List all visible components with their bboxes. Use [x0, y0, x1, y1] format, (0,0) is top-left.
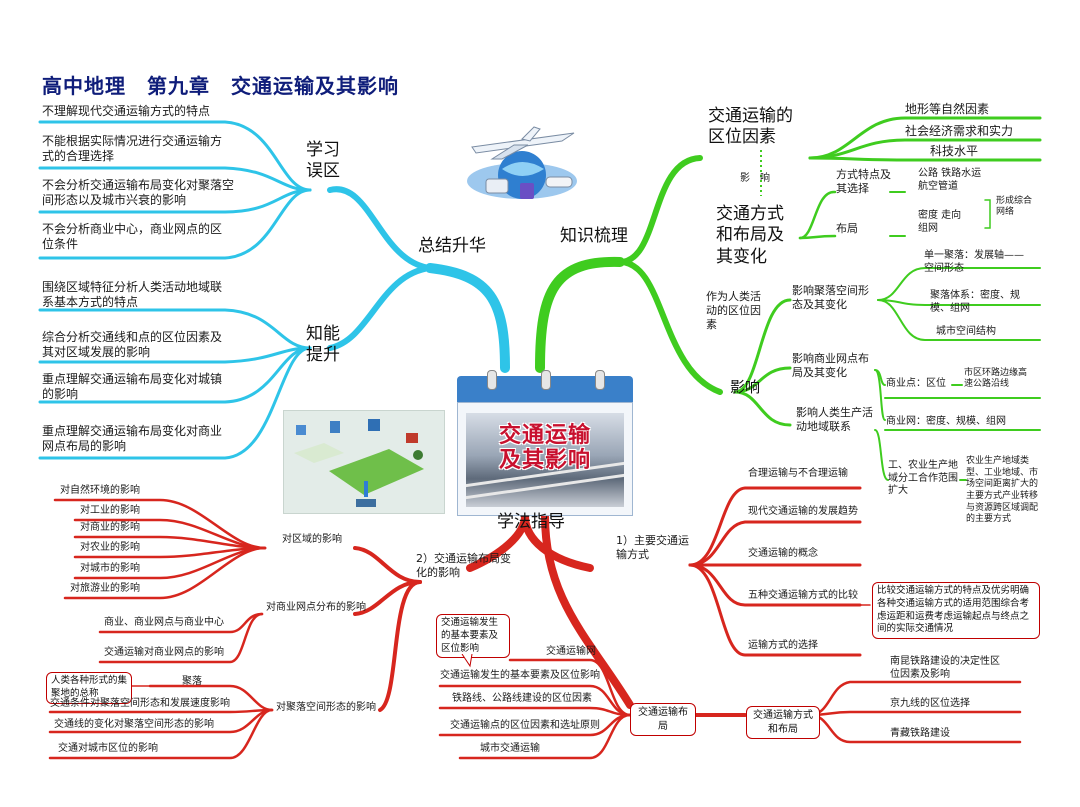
map-illustration [283, 410, 445, 514]
ability-item: 重点理解交通运输布局变化对商业网点布局的影响 [42, 424, 223, 453]
mode-layout-label: 交通运输方式和布局 [746, 706, 820, 739]
settlement-form-item: 交通对城市区位的影响 [58, 743, 158, 754]
impact-label: 影响 [730, 378, 761, 396]
airplane-icon [467, 126, 577, 199]
location-item: 科技水平 [930, 144, 979, 158]
production-impact-label: 影响人类生产活动地域联系 [796, 406, 873, 433]
summary-label: 总结升华 [418, 236, 486, 256]
commerce-dist-item: 交通运输对商业网点的影响 [104, 647, 224, 658]
settlement-gather: 聚落 [182, 676, 202, 687]
mode-layout-item: 青藏铁路建设 [890, 728, 950, 739]
center-topic: 交通运输及其影响 [498, 423, 591, 474]
mistake-item: 不理解现代交通运输方式的特点 [42, 104, 211, 118]
transport-layout-label: 交通运输布局 [630, 703, 696, 736]
mistake-item: 不能根据实际情况进行交通运输方式的合理选择 [42, 134, 223, 163]
commerce-dist-item: 商业、商业网点与商业中心 [104, 617, 224, 628]
region-impact-label: 对区域的影响 [282, 534, 342, 545]
mode-layout-item: 京九线的区位选择 [890, 698, 970, 709]
main-modes-label: 1）主要交通运输方式 [616, 534, 689, 561]
transport-layout-item: 交通运输网 [546, 646, 596, 657]
calendar-ring [487, 370, 497, 390]
settlement-item: 聚落体系：密度、规模、组网 [930, 290, 1020, 314]
region-item: 对商业的影响 [80, 522, 140, 533]
calendar-ring [595, 370, 605, 390]
region-item: 对工业的影响 [80, 505, 140, 516]
main-modes-item: 合理运输与不合理运输 [748, 468, 848, 479]
location-item: 地形等自然因素 [905, 102, 990, 116]
layout-label: 布局 [836, 222, 858, 235]
commerce-point-detail: 市区环路边缘高速公路沿线 [964, 368, 1028, 390]
railway-photo: 交通运输及其影响 [466, 413, 624, 507]
transport-layout-item: 交通运输发生的基本要素及区位影响 [440, 670, 600, 681]
transport-layout-item: 铁路线、公路线建设的区位因素 [452, 693, 592, 704]
network-label: 形成综合网络 [996, 196, 1033, 218]
region-item: 对自然环境的影响 [60, 485, 140, 496]
calendar-ring [541, 370, 551, 390]
mistakes-label: 学习误区 [306, 140, 340, 182]
mistake-item: 不会分析交通运输布局变化对聚落空间形态以及城市兴衰的影响 [42, 178, 235, 207]
main-modes-item: 运输方式的选择 [748, 640, 818, 651]
commerce-dist-label: 对商业网点分布的影响 [266, 602, 366, 613]
mistake-item: 不会分析商业中心，商业网点的区位条件 [42, 222, 223, 251]
settlement-gather-note: 人类各种形式的集聚地的总称 [46, 672, 132, 704]
ability-label: 知能提升 [306, 324, 340, 366]
influence-label: 影 响 [740, 173, 770, 184]
summary-branches [38, 120, 510, 460]
settlement-form-label: 对聚落空间形态的影响 [276, 702, 376, 713]
settlement-item: 城市空间结构 [936, 326, 996, 337]
commerce-network: 商业网：密度、规模、组网 [886, 416, 1006, 427]
calendar-icon: 交通运输及其影响 [457, 370, 633, 516]
method-label: 学法指导 [497, 512, 565, 532]
region-item: 对旅游业的影响 [70, 583, 140, 594]
transport-layout-note: 交通运输发生的基本要素及区位影响 [436, 614, 510, 659]
main-modes-item: 五种交通运输方式的比较 [748, 590, 858, 601]
settlement-form-item: 交通条件对聚落空间形态和发展速度影响 [50, 698, 230, 709]
feature-detail: 公路 铁路水运 航空管道 [918, 168, 982, 192]
transport-layout-item: 交通运输点的区位因素和选址原则 [450, 720, 600, 731]
ability-item: 综合分析交通线和点的区位因素及其对区域发展的影响 [42, 330, 223, 359]
location-label: 交通运输的区位因素 [708, 106, 793, 148]
knowledge-branches [535, 116, 1042, 481]
transport-layout-item: 城市交通运输 [480, 743, 540, 754]
commerce-point: 商业点：区位 [886, 378, 946, 389]
note-pointer [461, 654, 473, 668]
division-label: 工、农业生产地域分工合作范围扩大 [888, 460, 958, 496]
ability-item: 重点理解交通运输布局变化对城镇的影响 [42, 372, 223, 401]
layout-detail: 密度 走向组网 [918, 210, 962, 234]
settlement-impact-label: 影响聚落空间形态及其变化 [792, 284, 869, 311]
location-item: 社会经济需求和实力 [905, 124, 1014, 138]
knowledge-label: 知识梳理 [560, 226, 628, 246]
calendar-body: 交通运输及其影响 [457, 402, 633, 516]
main-modes-item: 交通运输的概念 [748, 548, 818, 559]
main-modes-item: 现代交通运输的发展趋势 [748, 506, 858, 517]
role-label: 作为人类活动的区位因素 [706, 290, 761, 331]
layout-change-label: 2）交通运输布局变化的影响 [416, 552, 511, 579]
settlement-form-item: 交通线的变化对聚落空间形态的影响 [54, 719, 214, 730]
division-detail: 农业生产地域类型、工业地域、市场空间距离扩大的主要方式产业转移与资源跨区域调配的… [966, 456, 1039, 525]
comparison-note: 比较交通运输方式的特点及优劣明确各种交通运输方式的适用范围综合考虑运距和运费考虑… [872, 582, 1040, 640]
page-title: 高中地理 第九章 交通运输及其影响 [42, 74, 399, 98]
region-item: 对农业的影响 [80, 542, 140, 553]
settlement-item: 单一聚落：发展轴——空间形态 [924, 250, 1024, 274]
mode-layout-item: 南昆铁路建设的决定性区位因素及影响 [890, 656, 1000, 680]
region-item: 对城市的影响 [80, 563, 140, 574]
modes-label: 交通方式和布局及其变化 [716, 204, 784, 267]
feature-label: 方式特点及其选择 [836, 168, 891, 195]
ability-item: 围绕区域特征分析人类活动地域联系基本方式的特点 [42, 280, 223, 309]
commerce-impact-label: 影响商业网点布局及其变化 [792, 352, 869, 379]
